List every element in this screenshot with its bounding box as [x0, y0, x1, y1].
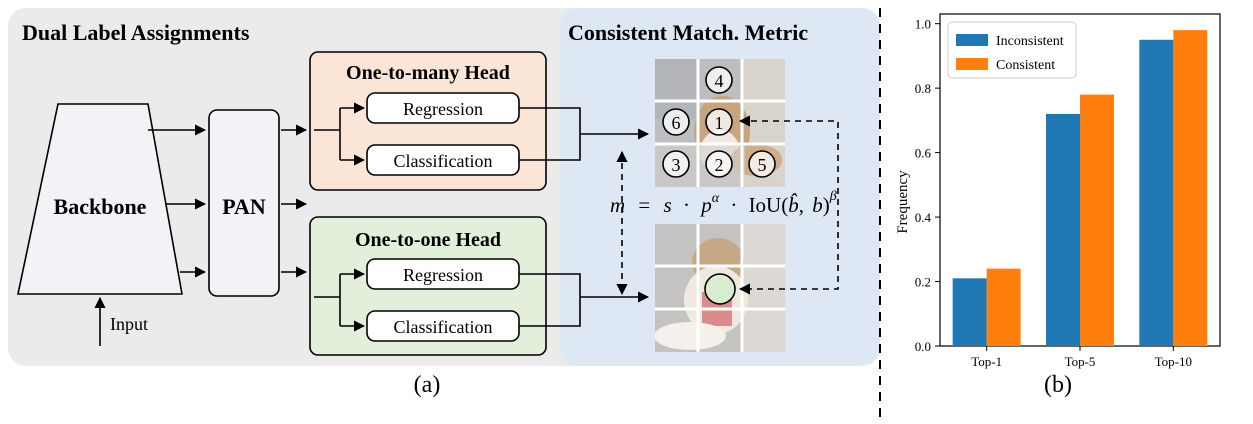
svg-text:4: 4 — [715, 71, 724, 91]
o2o-selected-anchor — [704, 273, 736, 305]
pan-block — [208, 109, 280, 297]
o2m-branch-line — [314, 108, 341, 160]
svg-text:6: 6 — [672, 113, 681, 133]
o2m-regression-label: Regression — [403, 99, 483, 119]
x-tick-label: Top-10 — [1155, 354, 1192, 369]
svg-text:5: 5 — [758, 155, 767, 175]
legend-swatch-consistent — [956, 58, 988, 70]
consistency-dashed-loop — [738, 115, 839, 295]
svg-text:3: 3 — [672, 155, 681, 175]
o2m-classification-label: Classification — [394, 151, 493, 171]
y-tick-label: 0.0 — [915, 339, 931, 354]
svg-text:2: 2 — [715, 155, 724, 175]
input-label: Input — [110, 314, 148, 334]
svg-text:1: 1 — [715, 113, 724, 133]
metric-formula: m = s · pα · IoU(b̂, b)β — [610, 183, 837, 217]
o2o-branch-line — [314, 274, 341, 326]
o2m-output-line — [519, 107, 648, 161]
bar-consistent-top-5 — [1080, 94, 1114, 347]
dual-assign-title: Dual Label Assignments — [22, 20, 250, 45]
bar-consistent-top-10 — [1173, 30, 1208, 346]
panel-a-caption: (a) — [414, 372, 441, 398]
consistent-metric-title: Consistent Match. Metric — [568, 20, 808, 45]
o2o-image-grid — [655, 224, 785, 352]
backbone-label: Backbone — [54, 194, 147, 219]
pan-label: PAN — [222, 194, 266, 219]
y-tick-label: 0.4 — [915, 210, 932, 225]
anchor-point-1: 1 — [705, 108, 733, 136]
y-tick-label: 0.8 — [915, 81, 931, 96]
legend-label-consistent: Consistent — [996, 58, 1055, 73]
legend-label-inconsistent: Inconsistent — [996, 34, 1064, 49]
bar-inconsistent-top-5 — [1046, 113, 1080, 346]
o2o-regression-label: Regression — [403, 265, 483, 285]
chart-y-axis-label: Frequency — [895, 170, 911, 234]
bar-inconsistent-top-10 — [1139, 39, 1174, 346]
o2o-output-line — [519, 273, 648, 327]
anchor-point-5: 5 — [748, 150, 776, 178]
o2o-head-title: One-to-one Head — [355, 229, 501, 251]
y-tick-label: 0.2 — [915, 275, 931, 290]
o2o-classification-label: Classification — [394, 317, 493, 337]
panel-b-caption: (b) — [1044, 372, 1072, 398]
x-tick-label: Top-5 — [1065, 354, 1096, 369]
backbone-block — [17, 103, 183, 295]
anchor-point-4: 4 — [705, 66, 733, 94]
anchor-point-6: 6 — [662, 108, 690, 136]
anchor-point-3: 3 — [662, 150, 690, 178]
legend-swatch-inconsistent — [956, 34, 988, 46]
bar-inconsistent-top-1 — [952, 278, 987, 346]
x-tick-label: Top-1 — [971, 354, 1002, 369]
y-tick-label: 0.6 — [915, 146, 932, 161]
y-tick-label: 1.0 — [915, 17, 931, 32]
anchor-point-2: 2 — [705, 150, 733, 178]
o2m-head-title: One-to-many Head — [346, 62, 510, 84]
bar-consistent-top-1 — [986, 268, 1021, 346]
